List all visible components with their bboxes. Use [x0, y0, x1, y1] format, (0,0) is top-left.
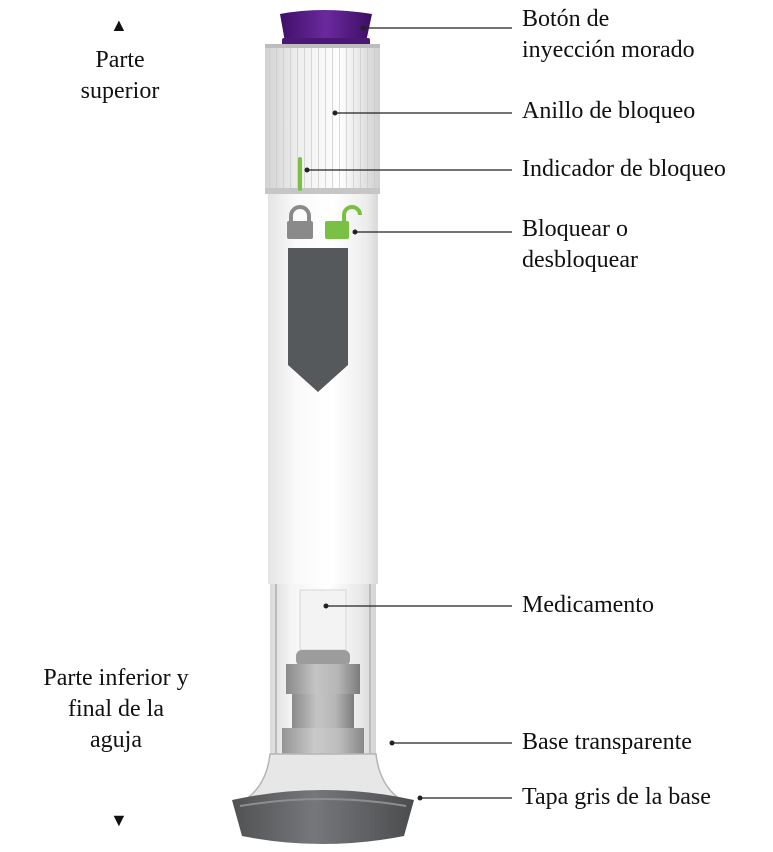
lock-open-icon — [325, 205, 362, 239]
lock-closed-icon — [287, 205, 313, 239]
down-arrow-icon: ▼ — [110, 810, 128, 830]
label-medicine: Medicamento — [522, 592, 654, 618]
medicine-cartridge — [282, 650, 364, 768]
leader-dots — [304, 25, 423, 801]
purple-injection-button — [280, 10, 372, 46]
label-gray-base-cap: Tapa gris de la base — [522, 784, 711, 810]
top-marker-label: Parte superior — [80, 47, 160, 104]
dose-window-label — [288, 248, 348, 392]
gray-base-cap — [232, 790, 414, 844]
label-lock-indicator: Indicador de bloqueo — [522, 156, 726, 182]
locking-ring — [265, 44, 380, 194]
label-lock-unlock: Bloquear o desbloquear — [522, 216, 638, 273]
bottom-marker-label: Parte inferior y final de la aguja — [43, 665, 189, 753]
leader-lines — [307, 27, 512, 799]
up-arrow-icon: ▲ — [110, 15, 128, 35]
label-injection-button: Botón de inyección morado — [522, 6, 695, 63]
lock-indicator — [298, 157, 302, 191]
label-locking-ring: Anillo de bloqueo — [522, 98, 696, 124]
label-transparent-base: Base transparente — [522, 729, 692, 755]
